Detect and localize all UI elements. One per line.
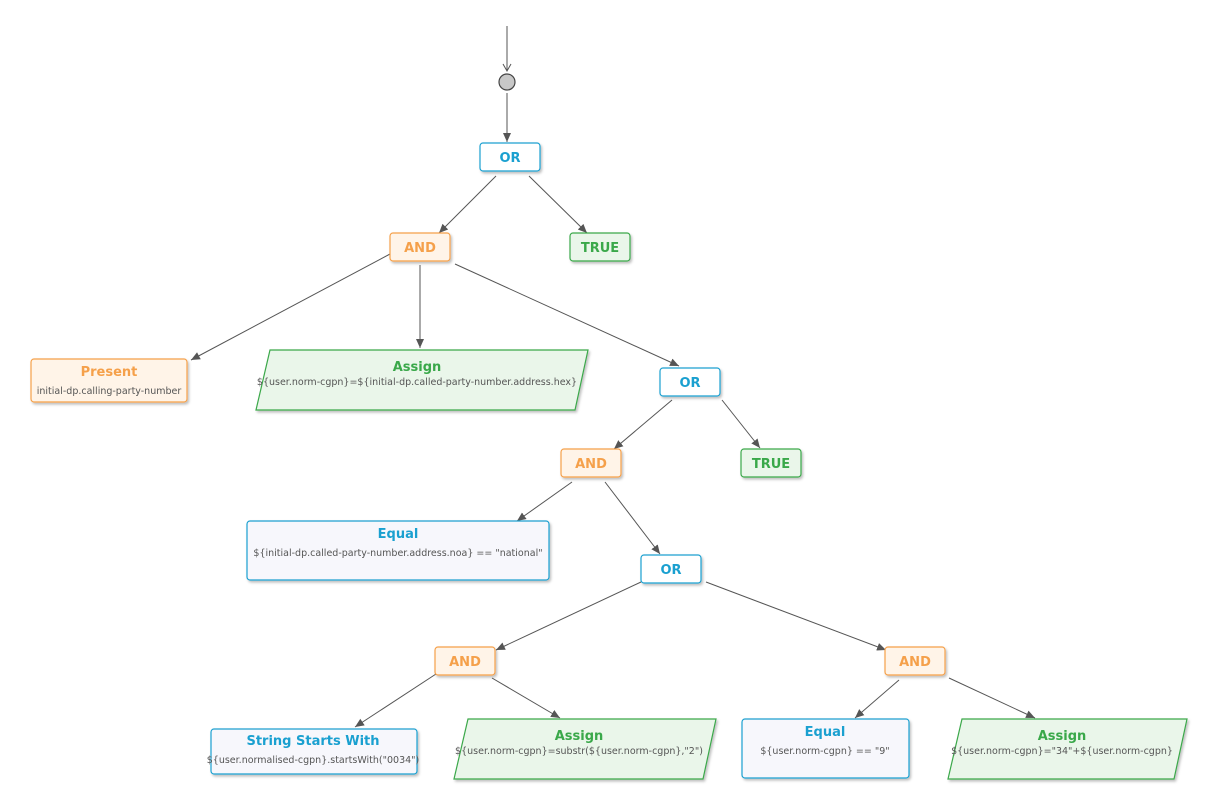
edge-or-root-to-and-1 [438,175,497,234]
edge-and-4-to-equal-2 [854,679,900,719]
edges [190,26,1036,728]
edge-and-2-to-equal-1 [516,481,573,522]
starts-with-node-text: ${user.normalised-cgpn}.startsWith("0034… [207,755,419,766]
and-node-1-label: AND [404,241,436,256]
and-node-4[interactable]: AND [884,646,946,676]
present-node[interactable]: Present initial-dp.calling-party-number [30,358,188,403]
equal-node-1[interactable]: Equal ${initial-dp.called-party-number.a… [246,520,550,581]
true-node-1[interactable]: TRUE [569,232,631,262]
edge-or-3-to-and-4 [705,581,887,651]
or-node-root-label: OR [499,151,520,166]
or-node-2[interactable]: OR [659,367,721,397]
starts-with-node[interactable]: String Starts With ${user.normalised-cgp… [207,728,419,775]
assign-node-3-text: ${user.norm-cgpn}="34"+${user.norm-cgpn} [951,746,1173,757]
edge-and-3-to-assign-2 [491,677,561,719]
present-node-text: initial-dp.calling-party-number [37,386,182,397]
and-node-3-label: AND [449,655,481,670]
and-node-3[interactable]: AND [434,646,496,676]
edge-or-2-to-and-2 [613,399,673,450]
equal-node-1-title: Equal [378,527,419,542]
edge-and-2-to-or-3 [604,481,661,555]
assign-node-1-title: Assign [393,360,442,375]
or-node-3[interactable]: OR [640,554,702,584]
or-node-3-label: OR [660,563,681,578]
true-node-2[interactable]: TRUE [740,448,802,478]
assign-node-3[interactable]: Assign ${user.norm-cgpn}="34"+${user.nor… [947,718,1188,780]
assign-node-1-text: ${user.norm-cgpn}=${initial-dp.called-pa… [257,377,577,388]
true-node-1-label: TRUE [581,241,619,256]
equal-node-1-text: ${initial-dp.called-party-number.address… [253,548,542,559]
or-node-2-label: OR [679,376,700,391]
edge-or-2-to-true-2 [721,399,761,449]
and-node-2-label: AND [575,457,607,472]
assign-node-3-title: Assign [1038,729,1087,744]
true-node-2-label: TRUE [752,457,790,472]
edge-and-3-to-starts-with [354,673,437,728]
and-node-1[interactable]: AND [389,232,451,262]
and-node-2[interactable]: AND [560,448,622,478]
starts-with-node-title: String Starts With [246,734,379,749]
start-node[interactable] [498,73,516,91]
equal-node-2-text: ${user.norm-cgpn} == "9" [760,746,889,757]
assign-node-2-title: Assign [555,729,604,744]
present-node-title: Present [81,365,138,380]
or-node-root[interactable]: OR [479,142,541,172]
assign-node-2[interactable]: Assign ${user.norm-cgpn}=substr(${user.n… [453,718,717,780]
edge-or-root-to-true-1 [528,175,588,234]
assign-node-2-text: ${user.norm-cgpn}=substr(${user.norm-cgp… [455,746,703,757]
and-node-4-label: AND [899,655,931,670]
equal-node-2[interactable]: Equal ${user.norm-cgpn} == "9" [741,718,910,779]
edge-or-3-to-and-3 [495,581,642,651]
edge-and-4-to-assign-3 [948,677,1036,719]
edge-and-1-to-or-2 [454,263,680,367]
edge-and-1-to-present [190,253,391,361]
equal-node-2-title: Equal [805,725,846,740]
assign-node-1[interactable]: Assign ${user.norm-cgpn}=${initial-dp.ca… [255,349,589,411]
